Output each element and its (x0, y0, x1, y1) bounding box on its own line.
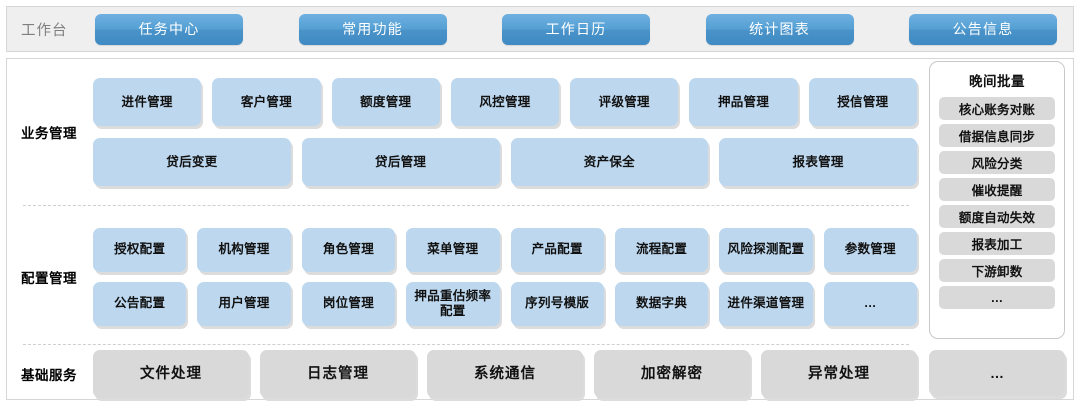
tile-log-management[interactable]: 日志管理 (260, 350, 416, 398)
configuration-row-1: 授权配置 机构管理 角色管理 菜单管理 产品配置 流程配置 风险探测配置 参数管… (93, 227, 917, 272)
section-business-management: 业务管理 进件管理 客户管理 额度管理 风控管理 评级管理 押品管理 授信管理 … (7, 59, 925, 205)
batch-item-risk-classification[interactable]: 风险分类 (939, 151, 1055, 174)
batch-item-collection-reminder[interactable]: 催收提醒 (939, 178, 1055, 201)
nav-button-announcements[interactable]: 公告信息 (909, 13, 1057, 45)
tile-parameter-management[interactable]: 参数管理 (823, 227, 917, 272)
tile-data-dictionary[interactable]: 数据字典 (614, 281, 709, 326)
business-row-1: 进件管理 客户管理 额度管理 风控管理 评级管理 押品管理 授信管理 (93, 78, 917, 126)
nav-button-statistics-chart[interactable]: 统计图表 (705, 13, 854, 45)
nav-button-common-functions[interactable]: 常用功能 (298, 13, 447, 45)
top-nav-button-group: 任务中心 常用功能 工作日历 统计图表 公告信息 (95, 13, 1057, 45)
tile-configuration-more[interactable]: … (823, 281, 917, 326)
tile-file-processing[interactable]: 文件处理 (93, 350, 249, 398)
tile-system-communication[interactable]: 系统通信 (427, 350, 583, 398)
tile-report-management[interactable]: 报表管理 (719, 138, 917, 186)
tile-post-loan-change[interactable]: 贷后变更 (93, 138, 291, 186)
tile-role-management[interactable]: 角色管理 (301, 227, 396, 272)
tile-application-channel-management[interactable]: 进件渠道管理 (719, 281, 813, 326)
configuration-row-2: 公告配置 用户管理 岗位管理 押品重估频率配置 序列号模版 数据字典 进件渠道管… (93, 281, 917, 326)
section-divider-2 (23, 344, 909, 345)
tile-asset-preservation[interactable]: 资产保全 (510, 138, 709, 186)
tile-process-config[interactable]: 流程配置 (614, 227, 709, 272)
tile-post-loan-management[interactable]: 贷后管理 (301, 138, 500, 186)
tile-risk-detection-config[interactable]: 风险探测配置 (719, 227, 813, 272)
tile-encryption-decryption[interactable]: 加密解密 (594, 350, 750, 398)
tile-serial-number-template[interactable]: 序列号模版 (510, 281, 604, 326)
section-body-basic-services: 文件处理 日志管理 系统通信 加密解密 异常处理 (93, 350, 925, 398)
tile-collateral-revaluation-frequency-config[interactable]: 押品重估频率配置 (406, 281, 500, 326)
section-label-configuration: 配置管理 (21, 270, 77, 286)
tile-product-config[interactable]: 产品配置 (510, 227, 604, 272)
batch-item-downstream-data-unload[interactable]: 下游卸数 (939, 259, 1055, 282)
tile-credit-granting-management[interactable]: 授信管理 (808, 78, 917, 126)
section-configuration-management: 配置管理 授权配置 机构管理 角色管理 菜单管理 产品配置 流程配置 风险探测配… (7, 207, 925, 346)
tile-rating-management[interactable]: 评级管理 (570, 78, 679, 126)
module-columns: 业务管理 进件管理 客户管理 额度管理 风控管理 评级管理 押品管理 授信管理 … (7, 59, 925, 399)
nav-button-work-calendar[interactable]: 工作日历 (502, 13, 650, 45)
nightly-batch-title: 晚间批量 (969, 74, 1025, 89)
basic-services-row-1: 文件处理 日志管理 系统通信 加密解密 异常处理 (93, 350, 917, 398)
batch-item-loan-receipt-sync[interactable]: 借据信息同步 (939, 124, 1055, 147)
tile-application-management[interactable]: 进件管理 (93, 78, 202, 126)
tile-authorization-config[interactable]: 授权配置 (93, 227, 187, 272)
main-panel: 业务管理 进件管理 客户管理 额度管理 风控管理 评级管理 押品管理 授信管理 … (6, 58, 1074, 400)
top-navigation-bar: 工作台 任务中心 常用功能 工作日历 统计图表 公告信息 (6, 6, 1074, 52)
batch-column: 晚间批量 核心账务对账 借据信息同步 风险分类 催收提醒 额度自动失效 报表加工… (925, 59, 1073, 399)
tile-user-management[interactable]: 用户管理 (197, 281, 291, 326)
nightly-batch-panel: 晚间批量 核心账务对账 借据信息同步 风险分类 催收提醒 额度自动失效 报表加工… (929, 61, 1065, 339)
tile-risk-control-management[interactable]: 风控管理 (450, 78, 560, 126)
section-body-business: 进件管理 客户管理 额度管理 风控管理 评级管理 押品管理 授信管理 贷后变更 … (93, 78, 925, 186)
section-basic-services: 基础服务 文件处理 日志管理 系统通信 加密解密 异常处理 (7, 349, 925, 399)
business-row-2: 贷后变更 贷后管理 资产保全 报表管理 (93, 138, 917, 186)
batch-item-report-processing[interactable]: 报表加工 (939, 232, 1055, 255)
tile-announcement-config[interactable]: 公告配置 (93, 281, 187, 326)
tile-post-management[interactable]: 岗位管理 (301, 281, 396, 326)
workbench-label: 工作台 (21, 22, 68, 39)
tile-credit-limit-management[interactable]: 额度管理 (331, 78, 440, 126)
section-label-business: 业务管理 (21, 126, 77, 141)
batch-item-auto-limit-expiry[interactable]: 额度自动失效 (939, 205, 1055, 228)
section-divider-1 (23, 205, 909, 206)
batch-extra-more-tile[interactable]: … (929, 350, 1065, 396)
tile-menu-management[interactable]: 菜单管理 (406, 227, 500, 272)
batch-item-core-accounting-reconciliation[interactable]: 核心账务对账 (939, 97, 1055, 120)
tile-exception-handling[interactable]: 异常处理 (761, 350, 917, 398)
nav-button-task-center[interactable]: 任务中心 (95, 13, 243, 45)
batch-item-more[interactable]: … (939, 286, 1055, 309)
section-body-configuration: 授权配置 机构管理 角色管理 菜单管理 产品配置 流程配置 风险探测配置 参数管… (93, 227, 925, 326)
tile-collateral-management[interactable]: 押品管理 (689, 78, 798, 126)
tile-organization-management[interactable]: 机构管理 (197, 227, 291, 272)
tile-customer-management[interactable]: 客户管理 (212, 78, 321, 126)
section-label-basic-services: 基础服务 (21, 368, 77, 383)
